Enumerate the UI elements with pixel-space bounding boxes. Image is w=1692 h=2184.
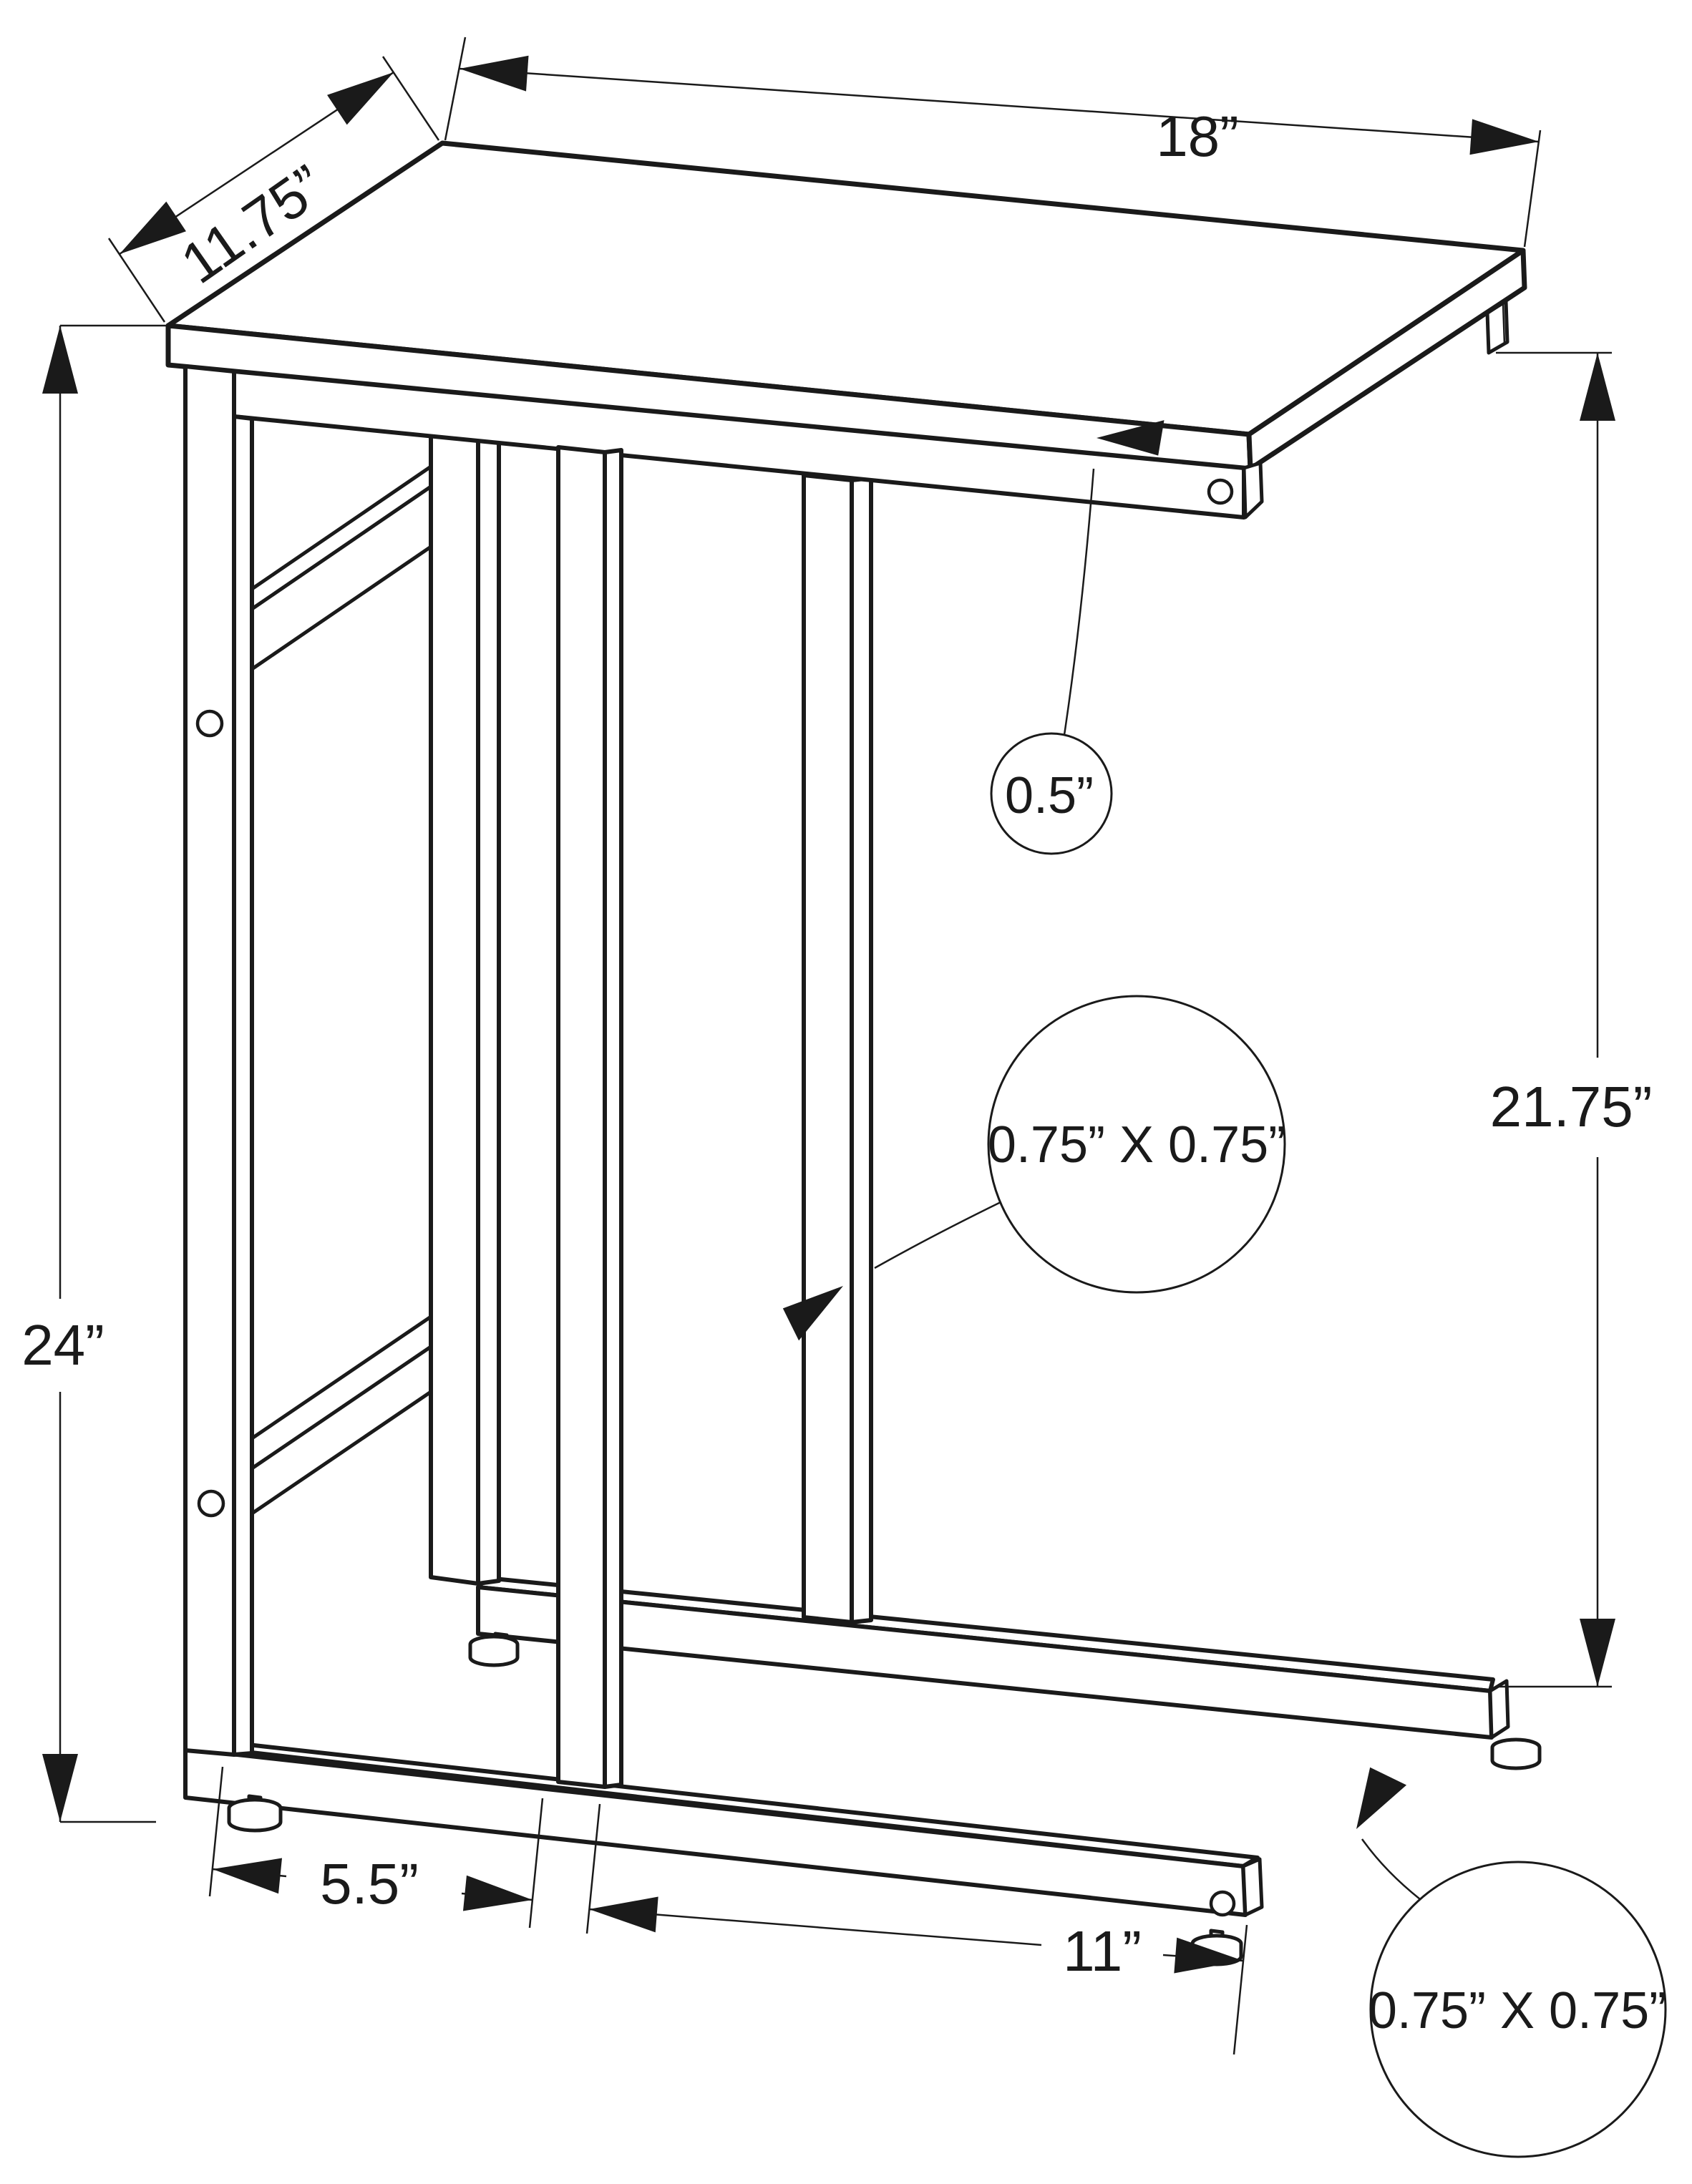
arrowhead-right-icon [462, 1875, 533, 1911]
back-middle-post [802, 473, 873, 1624]
callout-circle [990, 732, 1113, 855]
label-side-height: 21.75” [1490, 1075, 1653, 1139]
callout-frame-tube: 0.75” X 0.75” [782, 995, 1286, 1341]
arrowhead-down-icon [1580, 1619, 1615, 1687]
label-top-width: 18” [1156, 104, 1239, 168]
arrowhead-right-icon [327, 72, 394, 125]
base-front-tube [183, 1739, 1264, 1917]
label-base-offset: 5.5” [320, 1852, 419, 1916]
back-right-foot [1490, 1737, 1542, 1770]
side-frame-bottom-rail [250, 1315, 433, 1516]
arrowhead-right-icon [1174, 1937, 1243, 1974]
back-left-post [429, 434, 501, 1586]
callout-base-tube: 0.75” X 0.75” [1356, 1767, 1667, 2158]
callout-top-thickness: 0.5” [990, 420, 1165, 855]
dimension-top-width: 18” [444, 36, 1542, 248]
dimension-side-height: 21.75” [1490, 351, 1653, 1688]
bolt-hole-icon [197, 1489, 225, 1518]
table-top [165, 140, 1527, 472]
arrowhead-right-icon [1469, 119, 1539, 155]
front-left-post [183, 364, 254, 1757]
bolt-hole-icon [1207, 478, 1234, 505]
label-top-thickness: 0.5” [1005, 767, 1094, 824]
arrowhead-up-icon [42, 326, 78, 394]
arrowhead-left-icon [782, 1286, 843, 1341]
front-left-foot [227, 1794, 283, 1833]
arrowhead-left-icon [120, 201, 186, 254]
label-base-tube: 0.75” X 0.75” [1368, 1982, 1666, 2039]
arrowhead-up-icon [1097, 420, 1165, 456]
back-left-foot [468, 1632, 520, 1667]
front-middle-post [556, 445, 623, 1789]
dimension-base-offset: 5.5” [208, 1766, 544, 1929]
callout-circle [987, 995, 1286, 1294]
arrowhead-up-icon [1356, 1767, 1407, 1829]
label-overall-height: 24” [21, 1313, 104, 1377]
arrowhead-down-icon [42, 1754, 78, 1822]
side-frame-top-rail [250, 464, 433, 671]
arrowhead-left-icon [460, 55, 529, 92]
dimension-overall-height: 24” [21, 324, 167, 1823]
label-frame-tube: 0.75” X 0.75” [988, 1116, 1285, 1174]
dimension-base-span: 11” [585, 1803, 1248, 2055]
base-back-tube [476, 1576, 1510, 1740]
arrowhead-left-icon [589, 1896, 658, 1933]
arrowhead-up-icon [1580, 353, 1615, 421]
callout-circle [1369, 1861, 1667, 2158]
bolt-hole-icon [195, 709, 224, 738]
label-base-span: 11” [1063, 1919, 1142, 1983]
bolt-hole-icon [1209, 1890, 1236, 1917]
arrowhead-left-icon [213, 1858, 283, 1894]
